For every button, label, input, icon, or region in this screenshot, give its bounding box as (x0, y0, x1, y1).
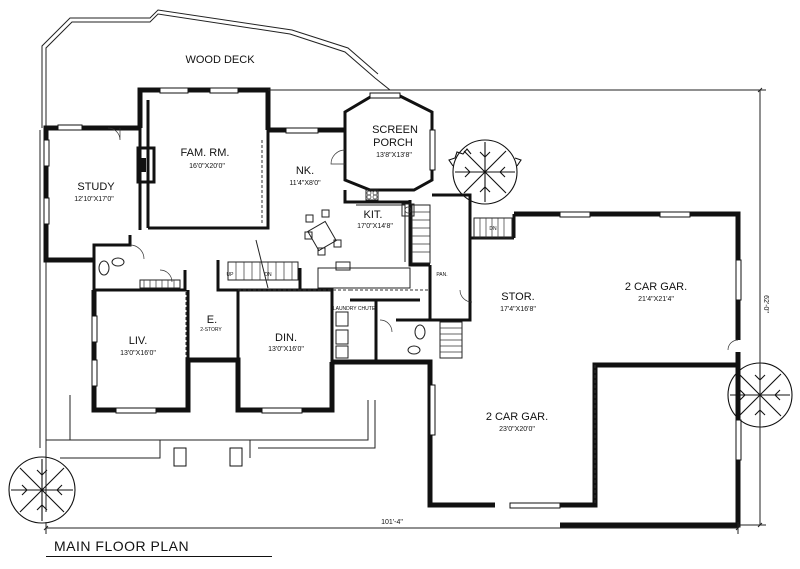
interior-walls (92, 100, 516, 362)
kitchen-dims: 17'0"X14'8" (357, 223, 393, 230)
laundry-fixtures (335, 311, 349, 359)
room-labels: WOOD DECK SCREEN PORCH 13'8"X13'8" FAM. … (74, 54, 687, 433)
family-room-label: FAM. RM. (181, 147, 230, 159)
annotation-labels: UP DN DN LAUNDRY CHUTE 101'-4" 62'-0" (227, 226, 769, 526)
screen-porch-label-2: PORCH (373, 137, 413, 149)
dining-dims: 13'0"X16'0" (268, 346, 304, 353)
tree-symbol (448, 139, 522, 205)
laundry-chute-label: LAUNDRY CHUTE (333, 306, 376, 312)
kitchen-fixtures (317, 189, 415, 289)
garage-stair (473, 217, 513, 239)
windows (43, 87, 742, 509)
mud-bath-fixtures (407, 321, 463, 359)
overall-depth-label: 62'-0" (762, 295, 769, 313)
family-room-dims: 16'0"X20'0" (189, 163, 225, 170)
garage-lower-label: 2 CAR GAR. (486, 411, 548, 423)
plan-title: MAIN FLOOR PLAN (54, 538, 190, 554)
nook-label: NK. (296, 165, 314, 177)
nook-table (304, 209, 342, 256)
screen-porch-dims: 13'8"X13'8" (376, 152, 412, 159)
entry-note: 2-STORY (200, 327, 222, 333)
living-dims: 13'0"X16'0" (120, 350, 156, 357)
kitchen-label: KIT. (364, 209, 383, 221)
front-porch-outline (39, 128, 376, 512)
nook-dims: 11'4"X8'0" (289, 180, 321, 187)
tree-symbol (8, 456, 76, 524)
dashed-lines (185, 140, 596, 505)
wood-deck-outline (41, 9, 391, 128)
screen-porch-label: SCREEN (372, 124, 418, 136)
dining-label: DIN. (275, 332, 297, 344)
door-swings (107, 127, 739, 351)
pantry-label: PAN. (436, 272, 447, 278)
width-dimension-line (43, 522, 741, 534)
fireplace (136, 146, 156, 184)
garage-right-dims: 21'4"X21'4" (638, 296, 674, 303)
garage-lower-dims: 23'0"X20'0" (499, 426, 535, 433)
stair-up-label: UP (227, 272, 235, 278)
powder-room-fixtures (98, 257, 181, 289)
garage-stair-down-label: DN (489, 226, 497, 232)
wood-deck-label: WOOD DECK (185, 54, 255, 66)
depth-dimension-line (268, 87, 766, 528)
study-dims: 12'10"X17'0" (74, 196, 114, 203)
garage-right-label: 2 CAR GAR. (625, 281, 687, 293)
main-stair (227, 239, 299, 289)
living-label: LIV. (129, 335, 148, 347)
entry-label: E. (207, 314, 217, 326)
study-label: STUDY (77, 181, 115, 193)
storage-dims: 17'4"X16'8" (500, 306, 536, 313)
overall-width-label: 101'-4" (381, 519, 403, 526)
service-stair (411, 204, 431, 264)
storage-label: STOR. (501, 291, 534, 303)
stair-down-label: DN (264, 272, 272, 278)
title-underline (46, 556, 272, 557)
